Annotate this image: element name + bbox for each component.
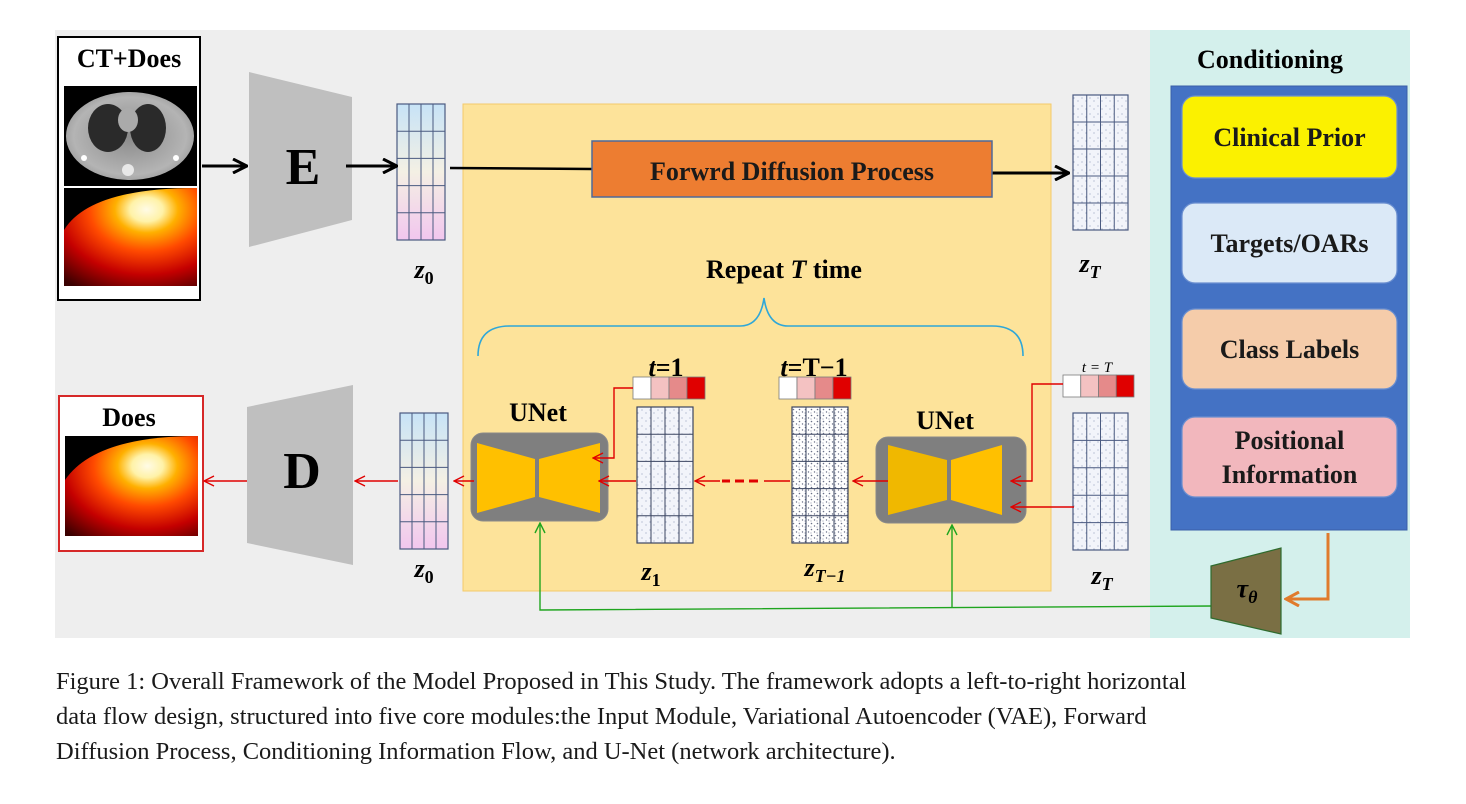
- unet-right-encoder: [888, 445, 947, 515]
- embedding-cell: [796, 376, 816, 400]
- encoder-label: E: [286, 139, 321, 196]
- latent-zT-minus-1: [791, 406, 849, 544]
- encoder-block: E: [249, 72, 352, 247]
- unet-right-label: UNet: [916, 406, 974, 435]
- tau-label: τθ: [1237, 574, 1259, 607]
- conditioning-item: Class Labels: [1181, 308, 1398, 390]
- conditioning-item-label: Positional: [1235, 426, 1345, 455]
- embedding-cell: [778, 376, 798, 400]
- forward-diffusion-box: Forwrd Diffusion Process: [591, 140, 993, 198]
- framework-diagram: CT+Does Does E D: [55, 30, 1410, 638]
- label-zT-bottom: zT: [1090, 561, 1113, 594]
- label-z0-bottom: z0: [413, 554, 433, 587]
- ct-image: [64, 86, 197, 186]
- conditioning-item-label: Targets/OARs: [1211, 229, 1369, 258]
- forward-diffusion-label: Forwrd Diffusion Process: [650, 157, 934, 186]
- figure-caption: Figure 1: Overall Framework of the Model…: [56, 664, 1412, 769]
- embedding-cell: [650, 376, 670, 400]
- input-title: CT+Does: [77, 44, 181, 73]
- embedding-cell: [668, 376, 688, 400]
- repeat-label: Repeat T time: [706, 255, 862, 284]
- embedding-cell: [1098, 374, 1117, 398]
- latent-z0-top: [396, 103, 446, 241]
- conditioning-item: Clinical Prior: [1181, 95, 1398, 179]
- conditioning-title: Conditioning: [1197, 45, 1343, 74]
- conditioning-item-box: [1181, 416, 1398, 498]
- arrow-tT-to-unet-right: [1012, 383, 1063, 481]
- latent-zT-top: [1072, 94, 1129, 231]
- dose-image-output: [65, 436, 198, 536]
- embedding-cell: [632, 376, 652, 400]
- label-z0-top: z0: [413, 255, 433, 288]
- arrow-conditioning-to-tau: [1287, 533, 1330, 599]
- arrow-t1-to-unet-left: [594, 387, 633, 458]
- timestep-embedding-tT1: [778, 376, 852, 400]
- timestep-embedding-tT: [1062, 374, 1135, 398]
- latent-z0-bottom: [399, 412, 449, 550]
- latent-z1: [636, 406, 694, 544]
- embedding-cell: [1080, 374, 1099, 398]
- forward-diffusion-rect: [591, 140, 993, 198]
- conditioning-item: Targets/OARs: [1181, 202, 1398, 284]
- timestep-embedding-t1: [632, 376, 706, 400]
- embedding-cell: [832, 376, 852, 400]
- tau-encoder-block: [1210, 547, 1282, 635]
- input-module: CT+Does: [57, 36, 201, 301]
- unet-right-decoder: [951, 445, 1002, 515]
- unet-left-label: UNet: [509, 398, 567, 427]
- output-title: Does: [102, 403, 155, 432]
- caption-line-1: Figure 1: Overall Framework of the Model…: [56, 668, 1187, 695]
- conditioning-item-label: Class Labels: [1220, 335, 1359, 364]
- decoder-label: D: [283, 443, 321, 500]
- caption-line-2: data flow design, structured into five c…: [56, 703, 1147, 730]
- conditioning-item-box: [1181, 95, 1398, 179]
- timestep-tT-label: t = T: [1082, 360, 1114, 376]
- conditioning-arrows: [540, 524, 1213, 611]
- conditioning-item-label: Information: [1222, 460, 1358, 489]
- unet-left-encoder: [477, 443, 535, 513]
- arrow-tau-to-unet-left: [540, 524, 1213, 611]
- label-zT-minus-1: zT−1: [803, 553, 845, 586]
- label-z1: z1: [640, 557, 660, 590]
- repeat-brace: [477, 297, 1024, 357]
- embedding-cell: [686, 376, 706, 400]
- unet-left-decoder: [539, 443, 600, 513]
- unet-right: UNet: [875, 406, 1027, 524]
- line-z0-to-forward: [449, 166, 593, 171]
- embedding-cell: [1115, 374, 1135, 398]
- decoder-block: D: [247, 385, 353, 565]
- output-module: Does: [58, 395, 204, 552]
- encoder-trapezoid: [249, 72, 352, 247]
- dose-image-input: [64, 188, 197, 286]
- unet-left: UNet: [470, 398, 609, 522]
- caption-line-3: Diffusion Process, Conditioning Informat…: [56, 738, 896, 765]
- reverse-process-arrows: [205, 383, 1074, 507]
- embedding-cell: [1062, 374, 1082, 398]
- conditioning-item-label: Clinical Prior: [1213, 123, 1365, 152]
- conditioning-item-box: [1181, 202, 1398, 284]
- embedding-cell: [814, 376, 834, 400]
- decoder-trapezoid: [247, 385, 353, 565]
- label-zT-top: zT: [1078, 249, 1101, 282]
- conditioning-item-box: [1181, 308, 1398, 390]
- latent-zT-bottom: [1072, 412, 1129, 551]
